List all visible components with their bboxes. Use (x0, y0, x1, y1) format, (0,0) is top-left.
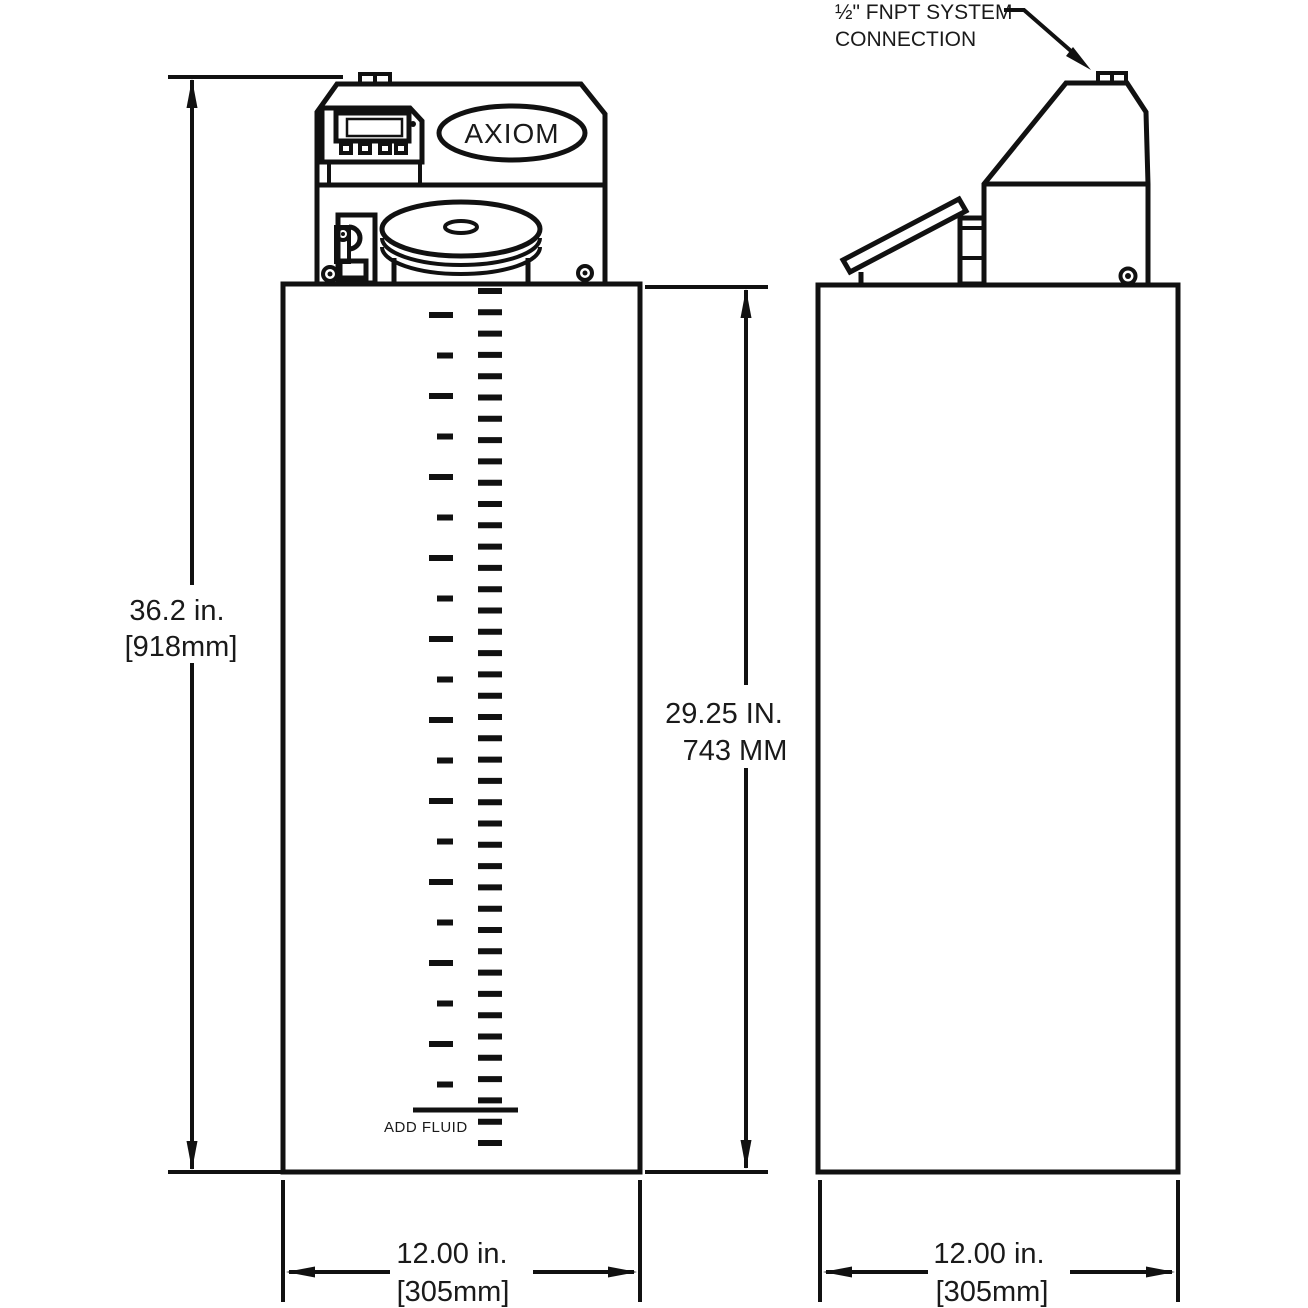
front-bolt-left (321, 265, 339, 283)
front-width-in: 12.00 in. (396, 1238, 507, 1270)
callout-leader-line (1004, 8, 1081, 60)
side-tank-outline (815, 282, 1181, 1175)
dim-overall-height: 36.2 in. [918mm] (125, 75, 343, 1174)
side-bolt-center (1125, 273, 1131, 279)
dim-arrow-right-icon (1146, 1266, 1175, 1278)
valve-knob-center (341, 232, 345, 236)
pump-head (379, 199, 543, 283)
callout: ½" FNPT SYSTEM CONNECTION (835, 1, 1091, 70)
controller-screen-inner (345, 117, 404, 138)
gauge-graduations (429, 312, 453, 1088)
controller-screen (333, 110, 412, 144)
dim-side-width: 12.00 in. [305mm] (818, 1180, 1180, 1308)
callout-line2: CONNECTION (835, 28, 976, 51)
front-bolt-right-center (582, 270, 588, 276)
side-view (815, 71, 1181, 1175)
dim-arrow-right-icon (608, 1266, 637, 1278)
controller-button-2 (358, 142, 372, 155)
side-support-column (957, 215, 987, 287)
valve-assembly (334, 212, 378, 286)
tank-height-in: 29.25 IN. (665, 698, 783, 730)
brand-oval (436, 103, 588, 163)
overall-height-mm: [918mm] (125, 631, 238, 663)
controller-button-1 (339, 142, 353, 155)
front-width-mm: [305mm] (397, 1276, 510, 1308)
dim-arrow-left-icon (823, 1266, 852, 1278)
pump-top-ellipse (379, 199, 543, 259)
dim-front-width: 12.00 in. [305mm] (281, 1180, 642, 1308)
callout-arrowhead-icon (1066, 47, 1091, 70)
dim-arrow-down-icon (740, 1140, 752, 1169)
controller-button-4 (394, 142, 408, 155)
dim-arrow-left-icon (286, 1266, 315, 1278)
add-fluid-label: ADD FLUID (384, 1119, 468, 1136)
dim-tank-height: 29.25 IN. 743 MM (645, 285, 788, 1174)
dimensions: 36.2 in. [918mm] 29.25 IN. 743 MM 12.00 … (125, 75, 1180, 1308)
side-bolt (1118, 266, 1138, 286)
dim-arrow-up-icon (740, 289, 752, 318)
pump-center-hole (443, 219, 479, 235)
dim-arrow-down-icon (186, 1141, 198, 1170)
front-view: AXIOM ADD FLUID (280, 72, 643, 1175)
pump-ring-2 (380, 246, 542, 276)
controller-panel (319, 105, 425, 185)
front-bolt-right (576, 264, 594, 282)
callout-line1: ½" FNPT SYSTEM (835, 1, 1012, 24)
brand-label: AXIOM (464, 118, 559, 149)
gauge-center-dashes (478, 288, 502, 1146)
tank-height-mm: 743 MM (683, 735, 788, 767)
valve-knob (335, 226, 351, 242)
front-bolt-left-center (327, 271, 333, 277)
controller-button-3 (378, 142, 392, 155)
pump-ring-1 (380, 237, 542, 267)
controller-panel-outline (319, 105, 425, 165)
side-width-mm: [305mm] (936, 1276, 1049, 1308)
control-housing (314, 81, 608, 287)
dim-arrow-up-icon (186, 79, 198, 108)
valve-body-arc (348, 224, 363, 252)
controller-led (410, 121, 416, 127)
front-tank-outline (280, 281, 643, 1175)
overall-height-in: 36.2 in. (129, 595, 224, 627)
side-angled-panel (839, 195, 970, 276)
valve-base (337, 258, 369, 281)
side-width-in: 12.00 in. (933, 1238, 1044, 1270)
